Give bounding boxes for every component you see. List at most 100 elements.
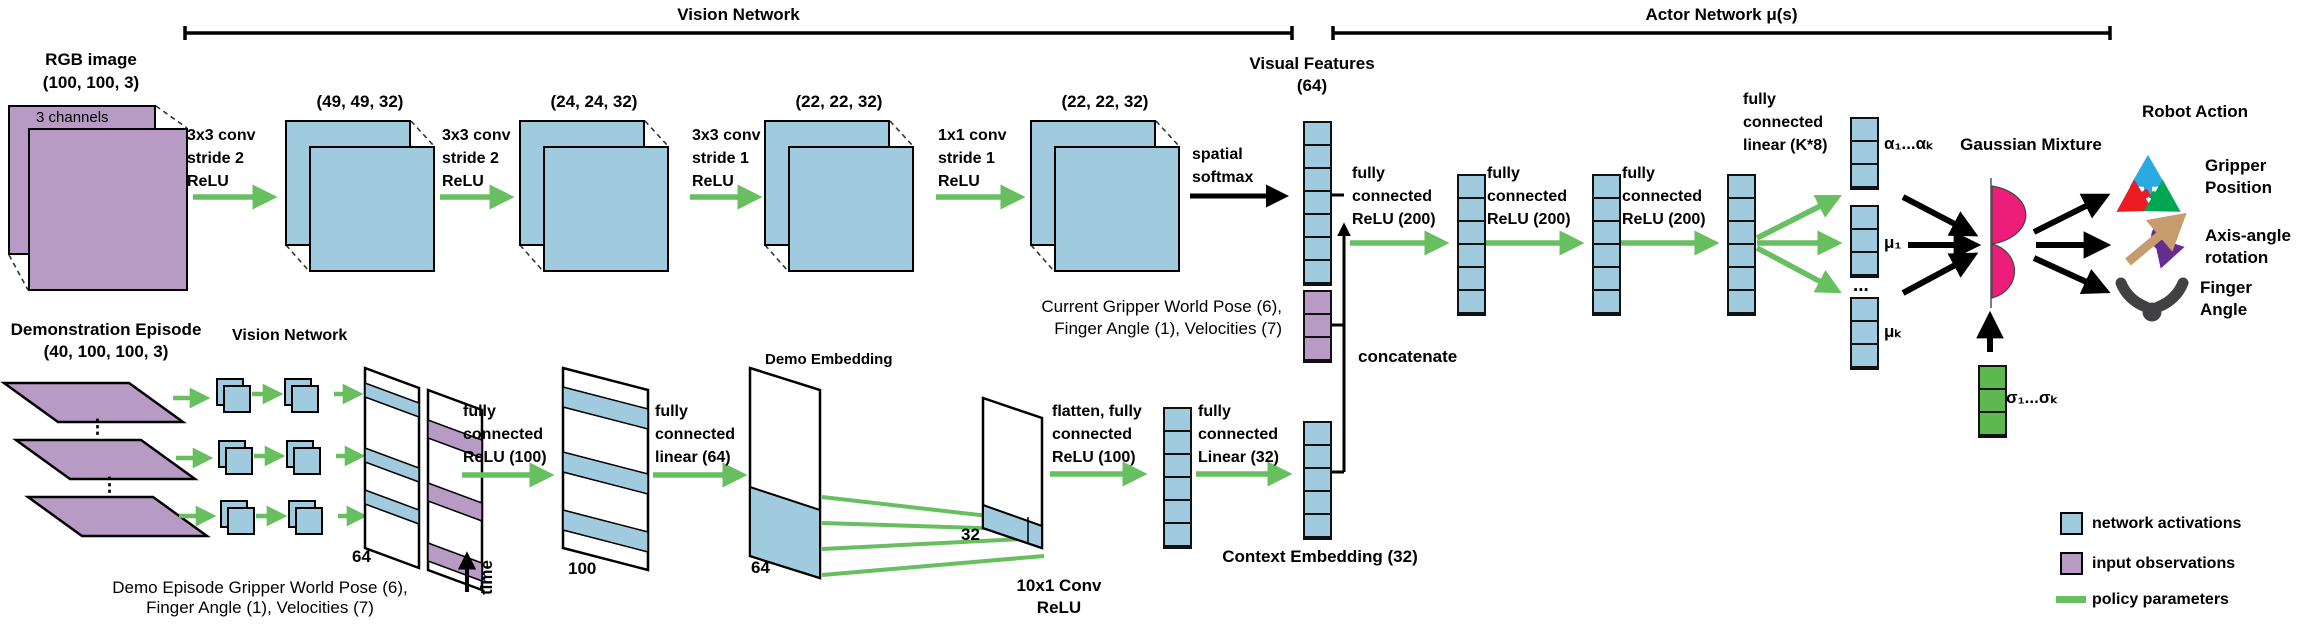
actor-hidden1-vector	[1457, 174, 1486, 316]
actor-fc3-label: fully connected ReLU (200)	[1622, 165, 1706, 228]
muk-to-gaussian-arrow	[1901, 252, 1979, 296]
alpha-label: α₁...αₖ	[1884, 134, 1934, 153]
flatten-fc-label: flatten, fully connected ReLU (100)	[1052, 403, 1142, 466]
demo-embedding-panel	[748, 366, 822, 580]
conv4-dims: (22, 22, 32)	[1061, 92, 1149, 111]
demo-conv1a-front	[223, 385, 251, 413]
conv4-front-plane	[1054, 146, 1180, 272]
legend-activations-swatch	[2060, 512, 2083, 535]
current-pose-label: Current Gripper World Pose (6), Finger A…	[1041, 297, 1282, 338]
alpha-to-gaussian-arrow	[1901, 194, 1979, 237]
visual-features-vector	[1303, 121, 1332, 286]
demo-frame-1	[0, 381, 187, 424]
demo-row-arrows	[173, 383, 368, 527]
mu1-vector	[1850, 205, 1879, 278]
demo-conv2b-front	[293, 447, 321, 475]
demo-episode-title: Demonstration Episode (40, 100, 100, 3)	[10, 320, 202, 361]
demo-hidden-vector	[1163, 407, 1192, 549]
gripper-position-icon	[2116, 154, 2181, 212]
gaussian-mixture-curve	[1991, 185, 2027, 299]
channels-label: 3 channels	[36, 109, 109, 126]
actor-hidden3-vector	[1727, 174, 1756, 316]
conv3-op-label: 3x3 conv stride 1 ReLU	[692, 127, 761, 190]
finger-angle-icon	[2115, 277, 2189, 322]
fan-muk-arrow	[1755, 245, 1842, 294]
actor-fc2-label: fully connected ReLU (200)	[1487, 165, 1571, 228]
demo-conv1b-front	[291, 385, 319, 413]
conv3-dims: (22, 22, 32)	[795, 92, 883, 111]
demo-embedding-title: Demo Embedding	[765, 351, 893, 368]
demo-frames-ellipsis-1: ⋮	[88, 417, 107, 438]
mu-ellipsis: ...	[1853, 275, 1869, 296]
concatenate-bracket	[1330, 193, 1351, 474]
actor-hidden2-vector	[1592, 174, 1621, 316]
legend-observations-label: input observations	[2092, 555, 2236, 572]
demo-pose-panel	[426, 388, 484, 592]
muk-vector	[1850, 297, 1879, 370]
depth-dashed-lines	[8, 105, 1180, 291]
actor-fc-linear-label: fully connected linear (K*8)	[1743, 91, 1828, 154]
demo-conv3b-front	[295, 507, 323, 535]
vision-network-bracket	[183, 26, 1294, 40]
demo-conv2a-front	[225, 447, 253, 475]
legend-policy-label: policy parameters	[2092, 591, 2229, 608]
legend-observations-swatch	[2060, 552, 2083, 575]
temporal-conv-label: 10x1 Conv ReLU	[1016, 576, 1102, 617]
legend-policy-swatch	[2056, 596, 2086, 603]
demo-conv3a-front	[227, 507, 255, 535]
current-pose-vector	[1303, 290, 1332, 363]
rgb-image-front-plane	[28, 128, 188, 291]
gripper-position-label: Gripper Position	[2205, 156, 2273, 197]
demo-frame-2	[12, 438, 199, 481]
demo-vision-network-label: Vision Network	[232, 327, 348, 344]
mu1-label: μ₁	[1884, 233, 1902, 252]
sigma-vector	[1978, 365, 2007, 438]
time-label: time	[477, 560, 496, 595]
conv-window-panel-32	[981, 396, 1044, 550]
vision-network-title: Vision Network	[677, 5, 800, 24]
concatenate-label: concatenate	[1358, 347, 1458, 366]
gaussian-to-finger-arrow	[2032, 255, 2111, 295]
demo-activation-panel-64	[363, 366, 421, 570]
embedding64-label: 64	[751, 558, 770, 577]
fc-linear64-label: fully connected linear (64)	[655, 403, 736, 466]
fan-alpha-arrow	[1755, 195, 1842, 241]
fc-linear32-label: fully connected Linear (32)	[1198, 403, 1279, 466]
conv2-op-label: 3x3 conv stride 2 ReLU	[442, 127, 511, 190]
conv4-op-label: 1x1 conv stride 1 ReLU	[938, 127, 1007, 190]
conv1-op-label: 3x3 conv stride 2 ReLU	[187, 127, 256, 190]
actor-network-title: Actor Network μ(s)	[1645, 5, 1798, 24]
sigma-label: σ₁...σₖ	[2006, 388, 2058, 407]
conv3-front-plane	[788, 146, 914, 272]
conv2-front-plane	[543, 146, 669, 272]
conv1-dims: (49, 49, 32)	[316, 92, 404, 111]
finger-angle-label: Finger Angle	[2200, 278, 2252, 319]
demo-frames	[0, 381, 211, 538]
rgb-image-label: RGB image (100, 100, 3)	[42, 50, 140, 92]
lower-fc-arrows	[462, 461, 1293, 488]
fc-relu100-label: fully connected ReLU (100)	[463, 403, 547, 466]
visual-features-label: Visual Features (64)	[1249, 54, 1375, 95]
demo-pose-label: Demo Episode Gripper World Pose (6), Fin…	[112, 578, 408, 617]
conv2-dims: (24, 24, 32)	[550, 92, 638, 111]
gaussian-to-gripper-arrow	[2032, 193, 2111, 235]
panel64-label: 64	[352, 547, 371, 566]
demo-activation-panel-100	[561, 366, 650, 572]
legend-activations-label: network activations	[2092, 515, 2242, 532]
alpha-vector	[1850, 117, 1879, 190]
panel32-label: 32	[961, 525, 980, 544]
mixture-arrows	[1901, 193, 2112, 352]
panel100-label: 100	[568, 559, 597, 578]
axis-angle-rotation-icon	[2125, 212, 2187, 269]
demo-frames-ellipsis-2: ⋮	[100, 475, 119, 496]
gaussian-mixture-label: Gaussian Mixture	[1960, 135, 2102, 154]
spatial-softmax-label: spatial softmax	[1192, 146, 1254, 186]
context-embedding-vector	[1303, 421, 1332, 540]
demo-frame-3	[24, 495, 211, 538]
actor-fc-arrows	[1350, 195, 1843, 294]
actor-network-bracket	[1331, 26, 2112, 40]
context-embedding-label: Context Embedding (32)	[1222, 547, 1418, 566]
actor-fc1-label: fully connected ReLU (200)	[1352, 165, 1436, 228]
